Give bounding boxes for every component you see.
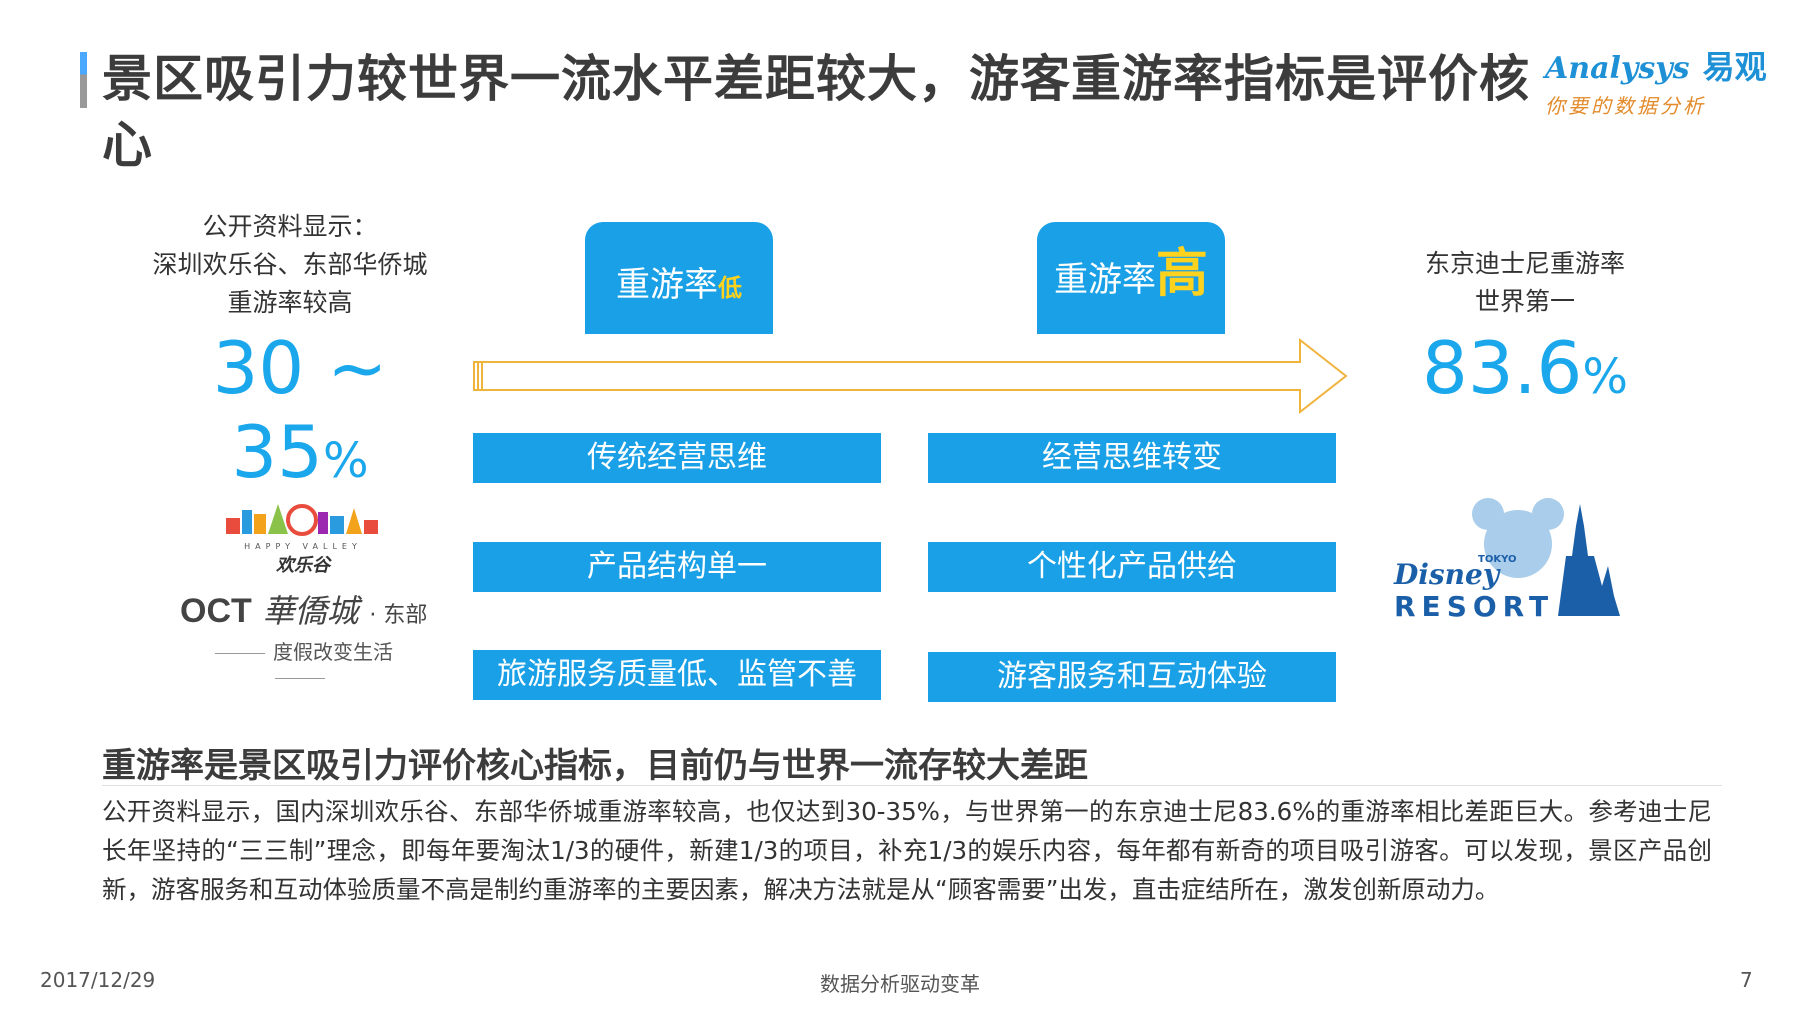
oct-slogan-text: 度假改变生活: [273, 640, 393, 664]
right-value: 83.6: [1422, 326, 1583, 410]
left-info-line: 深圳欢乐谷、东部华侨城: [152, 250, 428, 279]
logo-chinese: 易观: [1702, 48, 1767, 86]
oct-logo: OCT 華僑城 · 东部: [180, 586, 430, 636]
oct-slogan: 度假改变生活: [180, 636, 420, 689]
left-info: 公开资料显示： 深圳欢乐谷、东部华侨城 重游率较高: [120, 208, 460, 322]
left-info-line: 重游率较高: [227, 288, 353, 317]
right-info-line: 世界第一: [1474, 287, 1575, 316]
happy-valley-skyline-icon: [226, 504, 378, 536]
tokyo-disney-resort-logo: TOKYO Disney RESORT: [1388, 496, 1650, 626]
disney-castle-icon: [1472, 498, 1620, 616]
left-info-line: 公开资料显示：: [202, 212, 378, 241]
section-subtitle: 重游率是景区吸引力评价核心指标，目前仍与世界一流存较大差距: [102, 746, 1088, 786]
analysys-logo: Analysys 易观 你要的数据分析: [1545, 42, 1775, 122]
oct-mark: OCT: [180, 592, 252, 630]
oct-chinese: 華僑城: [262, 592, 359, 630]
box-interactive-experience: 游客服务和互动体验: [928, 652, 1336, 702]
divider: [215, 653, 265, 654]
box-single-product: 产品结构单一: [473, 542, 881, 592]
logo-slogan: 你要的数据分析: [1545, 94, 1706, 118]
footer-date: 2017/12/29: [40, 968, 156, 992]
box-personalized-products: 个性化产品供给: [928, 542, 1336, 592]
tag-low-revisit: 重游率低: [585, 222, 773, 334]
box-low-service-quality: 旅游服务质量低、监管不善: [473, 650, 881, 700]
happy-valley-en: HAPPY VALLEY: [244, 542, 362, 551]
disney-tokyo: TOKYO: [1478, 554, 1517, 565]
right-big-value: 83.6%: [1390, 326, 1660, 410]
disney-resort: RESORT: [1394, 590, 1555, 623]
right-unit: %: [1582, 349, 1628, 405]
left-unit: %: [323, 433, 369, 489]
tag-high-label: 重游率: [1053, 260, 1156, 300]
page-number: 7: [1740, 968, 1753, 992]
right-info-line: 东京迪士尼重游率: [1424, 249, 1625, 278]
divider: [275, 678, 325, 679]
body-paragraph: 公开资料显示，国内深圳欢乐谷、东部华侨城重游率较高，也仅达到30-35%，与世界…: [102, 797, 1712, 904]
logo-english: Analysys: [1545, 51, 1690, 86]
happy-valley-cn: 欢乐谷: [276, 555, 330, 576]
box-traditional-thinking: 传统经营思维: [473, 433, 881, 483]
progress-arrow: [473, 337, 1348, 415]
tag-low-emph: 低: [718, 274, 742, 302]
tag-high-revisit: 重游率高: [1037, 222, 1225, 334]
title-accent-bar: [80, 52, 87, 108]
footer-slogan: 数据分析驱动变革: [820, 972, 980, 996]
oct-suffix: · 东部: [369, 603, 428, 628]
right-info: 东京迪士尼重游率 世界第一: [1390, 245, 1660, 321]
left-value: 30 ~ 35: [212, 326, 388, 494]
tag-low-label: 重游率: [616, 265, 718, 305]
tag-high-emph: 高: [1155, 244, 1208, 304]
subtitle-divider: [102, 785, 1722, 786]
page-title: 景区吸引力较世界一流水平差距较大，游客重游率指标是评价核心: [102, 50, 1530, 174]
box-thinking-shift: 经营思维转变: [928, 433, 1336, 483]
happy-valley-logo: HAPPY VALLEY 欢乐谷: [218, 498, 388, 578]
left-big-value: 30 ~ 35%: [140, 326, 460, 494]
disney-name: Disney: [1394, 558, 1500, 591]
